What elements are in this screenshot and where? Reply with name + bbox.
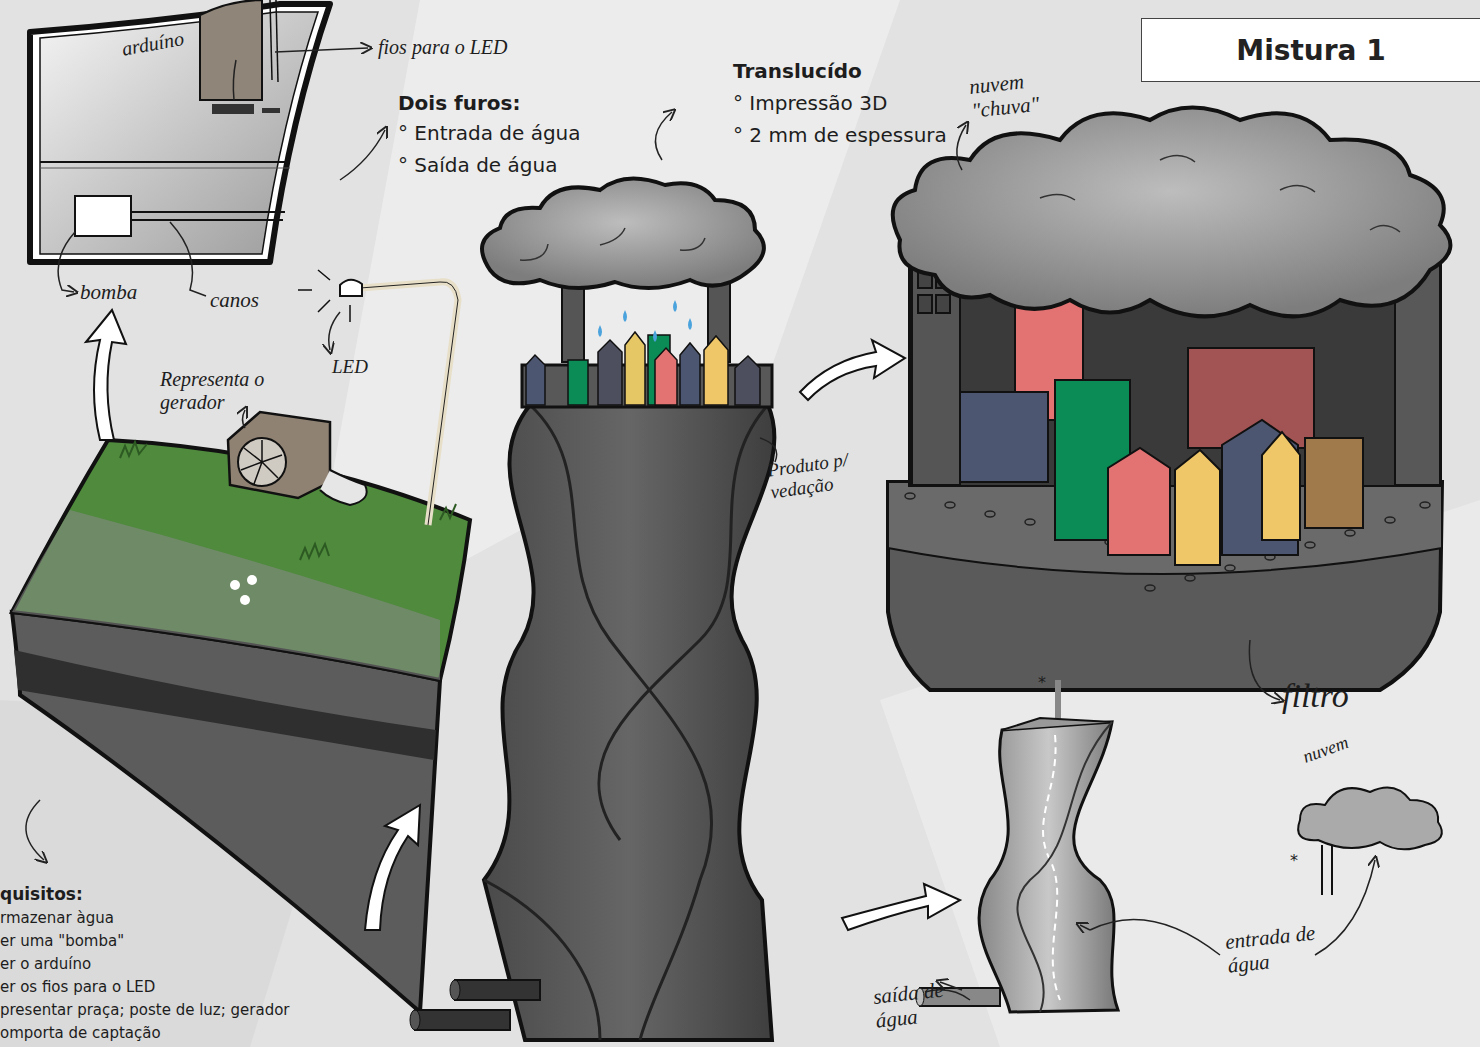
note-item: ° Entrada de água [398,122,618,145]
city-module [888,108,1450,701]
note-heading: Dois furos: [398,92,598,115]
requirement-item: omporta de captação [0,1025,330,1042]
note-heading: Translucído [733,60,893,83]
part-label: fios para o LED [378,36,548,59]
footnote-mark: * [1290,852,1310,870]
title-heading: Mistura 1 [1141,18,1480,82]
note-item: ° Impressão 3D [733,92,913,115]
note-item: ° 2 mm de espessura [733,124,973,147]
part-label: Representa o gerador [160,368,290,414]
requirement-item: rmazenar àgua [0,910,330,927]
part-label: LED [332,356,392,378]
requirement-item: er o arduíno [0,956,330,973]
note-item: ° Saída de água [398,154,618,177]
device-section [30,0,385,296]
twisted-tower [410,112,777,1040]
part-label: canos [210,288,310,312]
footnote-mark: * [1038,674,1058,692]
part-label: filtro [1282,676,1402,715]
requirement-item: er uma "bomba" [0,933,330,950]
twisted-piece [916,680,1442,1012]
requirement-item: er os fios para o LED [0,979,330,996]
requirements-heading: quisitos: [0,885,200,905]
part-label: bomba [80,280,180,304]
requirement-item: presentar praça; poste de luz; gerador [0,1002,340,1019]
